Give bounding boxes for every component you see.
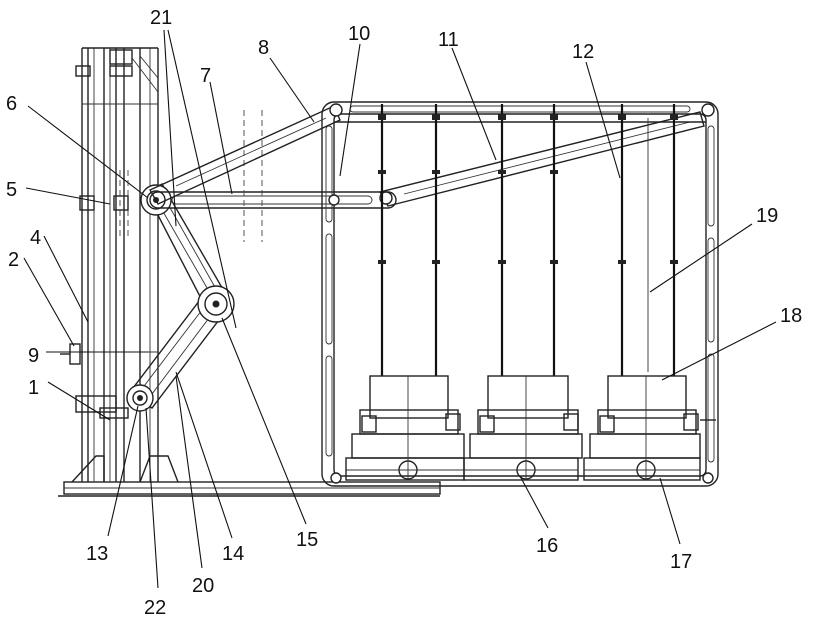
vertical-column [60, 48, 158, 482]
label-17: 17 [670, 551, 692, 573]
long-diagonal-brace [380, 112, 704, 206]
joint-pulleys [127, 185, 234, 411]
label-18: 18 [780, 305, 802, 327]
label-4: 4 [30, 227, 41, 249]
label-22: 22 [144, 597, 166, 619]
label-9: 9 [28, 345, 39, 367]
label-8: 8 [258, 37, 269, 59]
label-19: 19 [756, 205, 778, 227]
label-10: 10 [348, 23, 370, 45]
label-13: 13 [86, 543, 108, 565]
clamp-unit-1 [346, 376, 464, 480]
vertical-rods [378, 104, 678, 376]
upper-diagonal-arm [150, 106, 340, 204]
label-11: 11 [438, 29, 459, 51]
label-15: 15 [296, 529, 318, 551]
reference-numerals: 1 2 4 5 6 7 8 9 10 11 12 13 14 15 16 17 … [6, 7, 802, 619]
label-6: 6 [6, 93, 17, 115]
clamp-unit-2 [464, 376, 582, 480]
label-1: 1 [28, 377, 39, 399]
label-16: 16 [536, 535, 558, 557]
label-7: 7 [200, 65, 211, 87]
label-12: 12 [572, 41, 594, 63]
label-2: 2 [8, 249, 19, 271]
label-14: 14 [222, 543, 244, 565]
horizontal-arm [150, 110, 396, 242]
label-20: 20 [192, 575, 214, 597]
label-21: 21 [150, 7, 172, 29]
label-5: 5 [6, 179, 17, 201]
clamp-unit-3 [584, 376, 716, 480]
